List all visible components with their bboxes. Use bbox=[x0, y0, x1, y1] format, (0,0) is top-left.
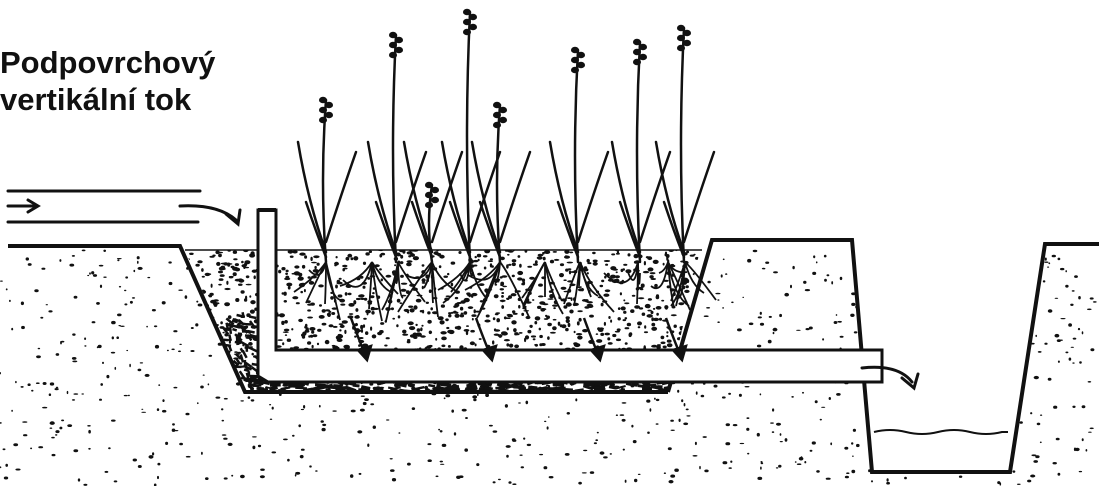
reed-plant-icon bbox=[656, 26, 714, 262]
inflow-arrows-icon bbox=[8, 191, 240, 224]
reed-plant-icon bbox=[550, 48, 608, 262]
reed-plant-icon bbox=[612, 40, 670, 262]
ditch-water-surface bbox=[874, 430, 1008, 434]
reed-plant-icon bbox=[368, 33, 426, 262]
reed-plant-icon bbox=[298, 98, 356, 262]
reed-plants bbox=[298, 10, 714, 262]
reed-plant-icon bbox=[404, 142, 462, 262]
reed-plant-icon bbox=[472, 103, 530, 262]
outlet-ditch-outline bbox=[864, 244, 1099, 472]
